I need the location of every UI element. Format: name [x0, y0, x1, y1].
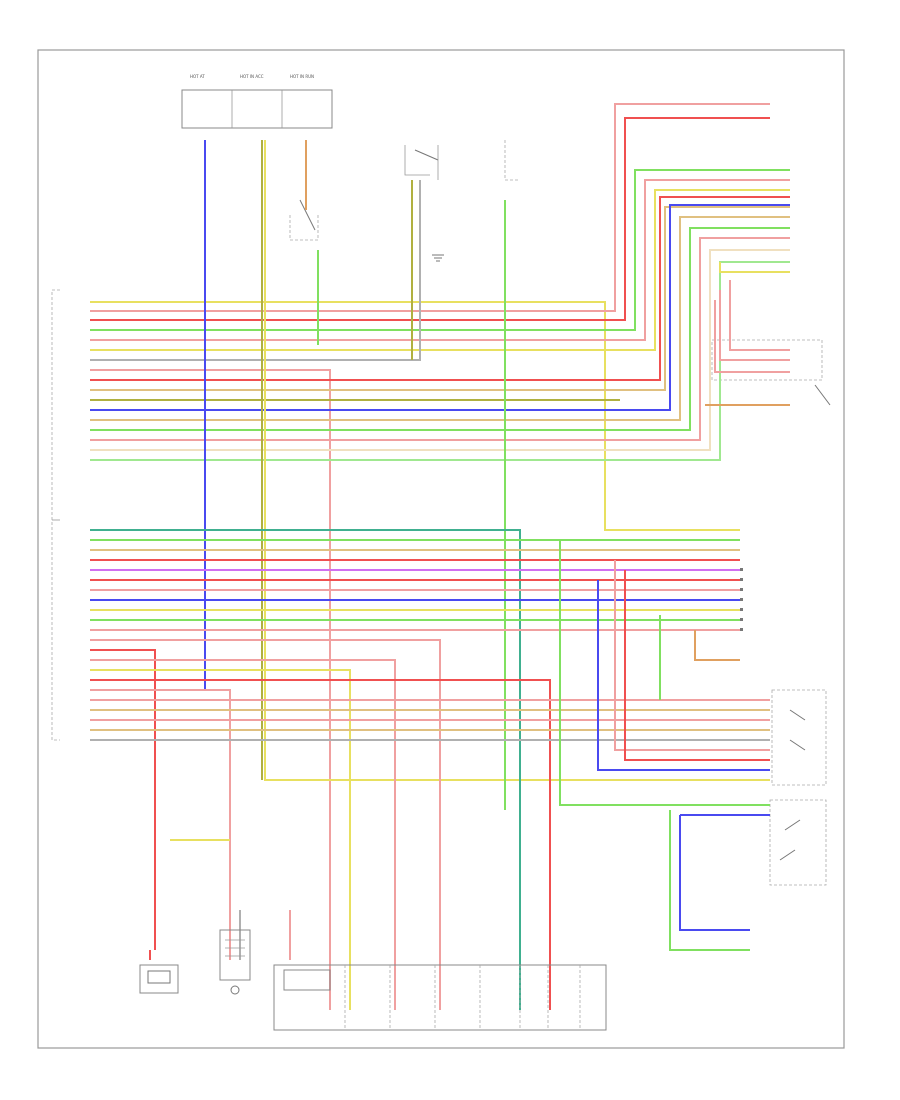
overdrive-switch: [771, 689, 827, 786]
solenoid-block: [273, 964, 607, 1031]
diagram-frame: [37, 49, 845, 1049]
data-link-connector: [769, 799, 827, 886]
brake-switch: [404, 145, 439, 180]
throttle-switch: [711, 339, 831, 406]
svg-text:HOT IN RUN: HOT IN RUN: [290, 74, 314, 79]
ignition-switch: [289, 199, 319, 241]
svg-text:HOT IN ACC: HOT IN ACC: [240, 74, 264, 79]
fuse-panel-top: HOT AT HOT IN ACC HOT IN RUN: [181, 74, 333, 129]
cruise-switch: [504, 140, 520, 181]
wire-bundle: [90, 103, 790, 1010]
connector-pins-right: [740, 568, 743, 631]
ground-symbol: [432, 254, 444, 262]
tcm: [51, 289, 60, 741]
shift-lock-solenoid: [139, 964, 179, 994]
svg-text:HOT AT: HOT AT: [190, 74, 205, 79]
vehicle-speed-sensor: [219, 929, 251, 995]
